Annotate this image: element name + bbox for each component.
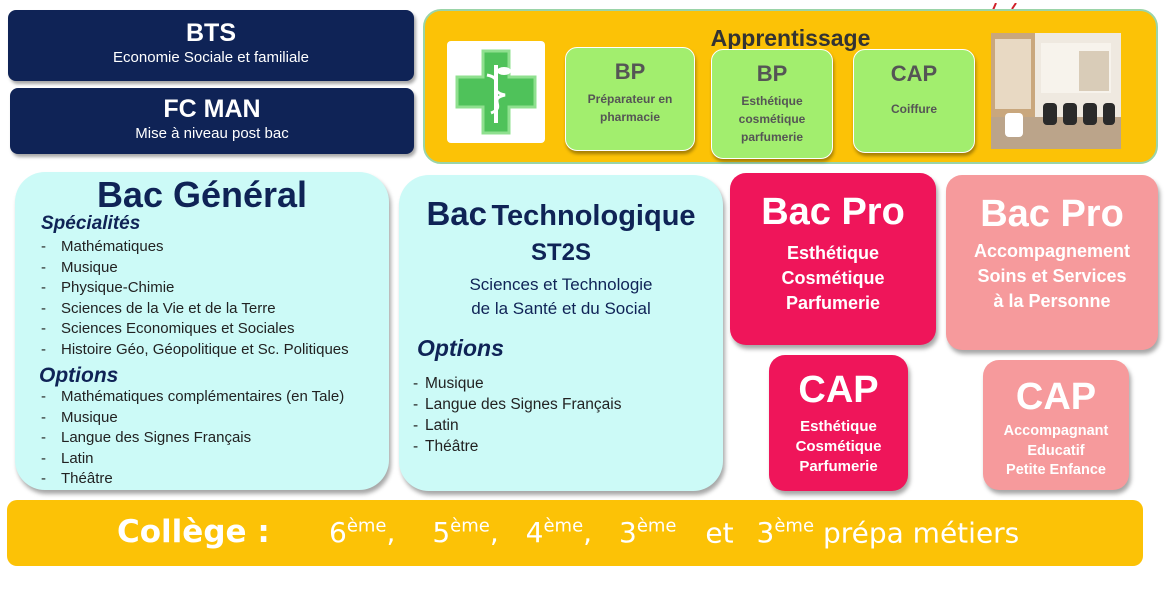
bac-pro-esthetique-line: Esthétique: [786, 243, 879, 263]
list-item: Musique: [39, 408, 344, 429]
apprentissage-title: Apprentissage: [710, 25, 871, 51]
list-item: Langue des Signes Français: [413, 394, 621, 415]
bp-preparateur-line: Préparateur en: [587, 92, 673, 106]
cap-aepe-box[interactable]: CAP Accompagnant Educatif Petite Enfance: [983, 360, 1129, 490]
apprentissage-panel: Apprentissage BP Préparateur en pharmaci…: [423, 9, 1158, 164]
cap-esthetique-box[interactable]: CAP Esthétique Cosmétique Parfumerie: [769, 355, 908, 491]
bac-techno-code: ST2S: [530, 239, 592, 266]
bac-pro-esthetique-title: Bac Pro: [761, 191, 905, 233]
college-prepa-metiers: prépa métiers: [822, 516, 1020, 550]
list-item: Mathématiques: [39, 237, 349, 258]
bac-techno-desc: Sciences et Technologie de la Santé et d…: [399, 273, 723, 321]
list-item: Musique: [39, 258, 349, 279]
college-label: Collège :: [117, 514, 270, 550]
bp-preparateur-line: pharmacie: [599, 110, 661, 124]
bp-esthetique-line: cosmétique: [738, 112, 806, 126]
bts-subtitle: Economie Sociale et familiale: [113, 49, 309, 66]
fcman-subtitle: Mise à niveau post bac: [135, 125, 289, 142]
bac-pro-assp-line: Accompagnement: [973, 241, 1131, 261]
bp-preparateur-card[interactable]: BP Préparateur en pharmacie: [565, 47, 695, 151]
bac-general-title: Bac Général: [96, 174, 308, 215]
bac-techno-desc-line: de la Santé et du Social: [471, 299, 651, 318]
bp-esthetique-line: Esthétique: [741, 94, 803, 108]
bac-pro-assp-line: Soins et Services: [977, 266, 1127, 286]
bac-techno-options-label: Options: [417, 335, 504, 361]
list-item: Physique-Chimie: [39, 278, 349, 299]
list-item: Histoire Géo, Géopolitique et Sc. Politi…: [39, 340, 349, 361]
bp-esthetique-line: parfumerie: [740, 130, 804, 144]
fcman-title: FC MAN: [163, 95, 261, 123]
bac-pro-esthetique-box[interactable]: Bac Pro Esthétique Cosmétique Parfumerie: [730, 173, 936, 345]
bts-box[interactable]: BTS Economie Sociale et familiale: [8, 10, 414, 81]
bac-pro-esthetique-line: Cosmétique: [781, 268, 885, 288]
cap-esthetique-line: Esthétique: [800, 418, 877, 435]
college-banner[interactable]: Collège : 6ème, 5ème, 4ème, 3ème et 3ème…: [7, 500, 1143, 566]
list-item: Latin: [413, 415, 621, 436]
specialites-label: Spécialités: [41, 213, 141, 234]
college-level-last: 3ème: [756, 516, 815, 550]
list-item: Langue des Signes Français: [39, 428, 344, 449]
list-item: Sciences Economiques et Sociales: [39, 319, 349, 340]
cap-esthetique-line: Parfumerie: [799, 458, 878, 475]
college-level: 3ème: [618, 516, 677, 550]
decorative-red-stroke: [990, 0, 1020, 11]
fcman-box[interactable]: FC MAN Mise à niveau post bac: [10, 88, 414, 154]
college-and: et: [705, 516, 734, 550]
bac-techno-title-rest: Technologique: [491, 200, 696, 232]
cap-coiffure-title: CAP: [890, 61, 938, 86]
cap-aepe-line: Educatif: [1027, 442, 1085, 459]
bac-techno-box[interactable]: Bac Technologique ST2S Sciences et Techn…: [399, 175, 723, 491]
bac-techno-title: Bac Technologique: [399, 195, 723, 233]
hair-salon-photo: [991, 33, 1121, 149]
bac-general-box[interactable]: Bac Général Spécialités Mathématiques Mu…: [15, 172, 389, 490]
bac-pro-assp-box[interactable]: Bac Pro Accompagnement Soins et Services…: [946, 175, 1158, 350]
cap-coiffure-card[interactable]: CAP Coiffure: [853, 49, 975, 153]
list-item: Mathématiques complémentaires (en Tale): [39, 387, 344, 408]
bac-techno-desc-line: Sciences et Technologie: [469, 275, 653, 294]
cap-esthetique-line: Cosmétique: [795, 438, 882, 455]
list-item: Théâtre: [39, 469, 344, 490]
specialites-list: Mathématiques Musique Physique-Chimie Sc…: [39, 237, 349, 360]
cap-aepe-title: CAP: [1015, 376, 1097, 418]
bts-title: BTS: [186, 19, 236, 47]
options-label: Options: [39, 364, 119, 387]
college-level: 5ème,: [432, 516, 499, 550]
bac-techno-title-bac: Bac: [426, 195, 488, 232]
bac-pro-esthetique-line: Parfumerie: [785, 293, 881, 313]
college-level: 6ème,: [329, 516, 396, 550]
college-level: 4ème,: [525, 516, 593, 550]
cap-aepe-line: Accompagnant: [1003, 423, 1109, 439]
list-item: Théâtre: [413, 436, 621, 457]
list-item: Latin: [39, 449, 344, 470]
options-list: Mathématiques complémentaires (en Tale) …: [39, 387, 344, 490]
bp-esthetique-title: BP: [756, 61, 788, 86]
bp-esthetique-card[interactable]: BP Esthétique cosmétique parfumerie: [711, 49, 833, 159]
college-levels: 6ème, 5ème, 4ème, 3ème et 3ème prépa mét…: [329, 516, 1019, 549]
list-item: Sciences de la Vie et de la Terre: [39, 299, 349, 320]
bac-pro-assp-line: à la Personne: [993, 291, 1111, 311]
cap-esthetique-title: CAP: [798, 369, 879, 411]
cap-aepe-line: Petite Enfance: [1006, 462, 1106, 478]
bp-preparateur-title: BP: [614, 59, 646, 84]
pharmacy-cross-icon: [447, 41, 545, 143]
list-item: Musique: [413, 373, 621, 394]
bac-techno-options-list: Musique Langue des Signes Français Latin…: [413, 373, 621, 457]
bac-pro-assp-title: Bac Pro: [980, 193, 1124, 235]
cap-coiffure-line: Coiffure: [891, 102, 937, 116]
